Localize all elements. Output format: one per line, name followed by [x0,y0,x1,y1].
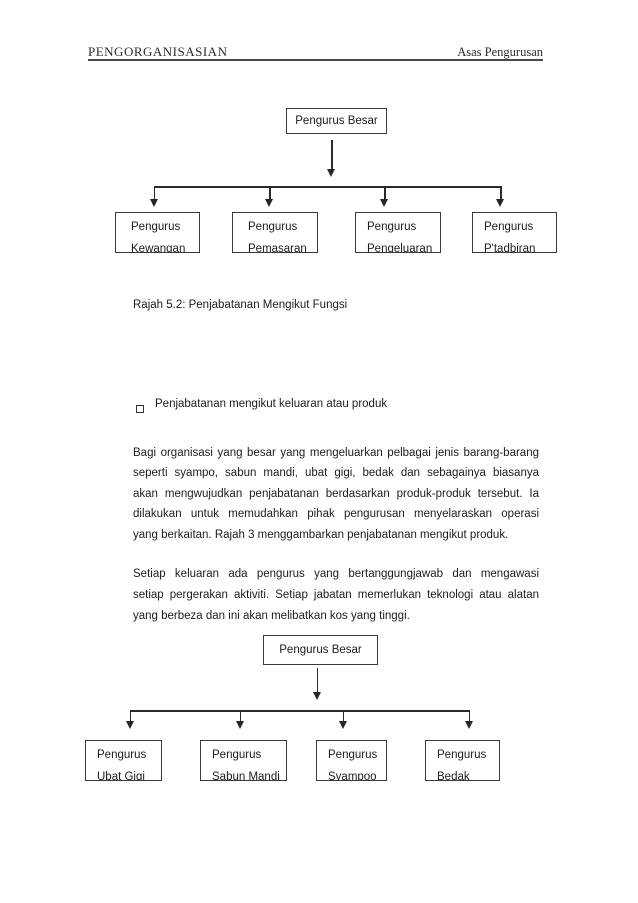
arrow-down-icon [327,169,335,177]
org-box-label: Bedak [437,770,470,781]
arrow-down-icon [338,721,347,729]
org-box: Pengurus Kewangan [115,212,200,253]
org-box: Pengurus Sabun Mandi [200,740,287,781]
paragraph-line: akan mengwujudkan penjabatanan berdasark… [133,487,539,500]
connector-line [342,711,345,722]
org-box-label: Ubat Gigi [97,770,145,781]
org-box-label: Pengurus [328,749,378,761]
org-box-label: Pengurus [131,221,181,233]
org-box-root: Pengurus Besar [263,635,378,665]
connector-line [269,187,271,200]
paragraph-line: dilakukan untuk memudahkan pihak penguru… [133,508,539,521]
org-box-label: Pengurus [212,749,262,761]
org-box-label: Pengurus [484,221,534,233]
org-box-label: P'tadbiran [484,242,536,253]
arrow-down-icon [125,721,134,729]
org-box: Pengurus Pengeluaran [355,212,441,253]
arrow-down-icon [312,692,321,700]
square-bullet-icon [136,405,144,413]
header-right-title: Asas Pengurusan [457,45,543,59]
arrow-down-icon [380,199,389,207]
arrow-down-icon [496,199,505,207]
paragraph-line: seperti syampo, sabun mandi, ubat gigi, … [133,467,539,480]
paragraph-line: Bagi organisasi yang besar yang mengelua… [133,447,539,459]
org-box: Pengurus Ubat Gigi [85,740,162,781]
connector-line [316,668,319,693]
paragraph-line: setiap pergerakan aktiviti. Setiap jabat… [133,589,539,601]
arrow-down-icon [465,721,474,729]
arrow-down-icon [149,199,158,207]
org-box-root: Pengurus Besar [286,108,387,134]
connector-line [468,711,471,722]
arrow-down-icon [265,199,274,207]
connector-line [500,187,502,200]
org-box-label: Pengeluaran [367,242,433,253]
org-box: Pengurus Syampoo [316,740,387,781]
org-box-label: Pengurus [97,749,147,761]
connector-line [384,187,386,200]
org-box-label: Sabun Mandi [212,770,280,781]
connector-line [239,711,242,722]
org-box: Pengurus Bedak [425,740,500,781]
connector-line [331,140,333,170]
figure-caption: Rajah 5.2: Penjabatanan Mengikut Fungsi [133,299,348,311]
org-box-label: Pengurus [367,221,417,233]
arrow-down-icon [235,721,244,729]
body-paragraph: Bagi organisasi yang besar yang mengelua… [133,443,539,545]
org-box-label: Pengurus [437,749,487,761]
header-left-title: PENGORGANISASIAN [88,44,228,59]
header-rule [88,59,543,61]
org-box: Pengurus P'tadbiran [472,212,557,253]
connector-line [154,186,502,188]
body-paragraph: Setiap keluaran ada pengurus yang bertan… [133,564,539,627]
org-box-label: Kewangan [131,242,186,253]
paragraph-line: yang berkaitan. Rajah 3 menggambarkan pe… [133,528,509,541]
connector-line [129,711,132,722]
connector-line [153,187,156,200]
paragraph-line: Setiap keluaran ada pengurus yang bertan… [133,568,539,580]
paragraph-line: yang berbeza dan ini akan melibatkan kos… [133,610,410,622]
connector-line [130,710,470,712]
bullet-item-text: Penjabatanan mengikut keluaran atau prod… [155,398,388,410]
org-box-label: Pemasaran [248,242,307,253]
org-box-label: Syampoo [328,770,377,781]
org-box-label: Pengurus [248,221,298,233]
org-box: Pengurus Pemasaran [232,212,318,253]
